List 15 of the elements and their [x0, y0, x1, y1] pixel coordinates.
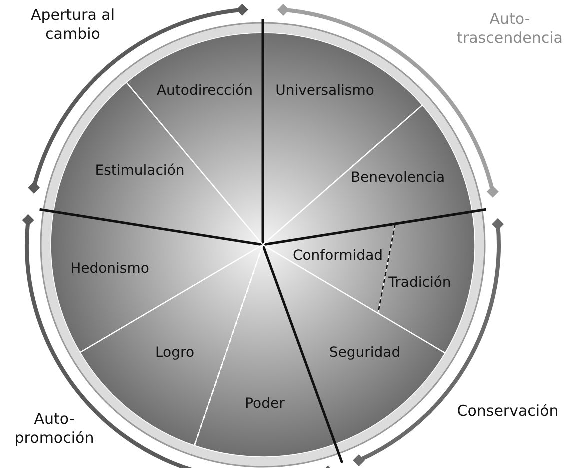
segment-label: Poder — [245, 396, 285, 412]
segment-label: Benevolencia — [350, 170, 446, 186]
group-label: Auto-promoción — [14, 410, 96, 448]
segment-label: Seguridad — [329, 345, 401, 361]
group-label: Auto-trascendencia — [456, 10, 564, 48]
segment-label: Estimulación — [95, 163, 185, 179]
segment-label: Tradición — [388, 275, 452, 291]
segment-label: Autodirección — [156, 83, 254, 99]
group-label: Conservación — [456, 402, 560, 421]
segment-label: Hedonismo — [70, 261, 150, 277]
pie-segment — [53, 82, 264, 246]
segment-label: Universalismo — [276, 83, 374, 99]
segment-label: Logro — [155, 345, 195, 361]
group-label: Apertura al cambio — [30, 6, 116, 44]
segment-label: Conformidad — [292, 248, 384, 264]
